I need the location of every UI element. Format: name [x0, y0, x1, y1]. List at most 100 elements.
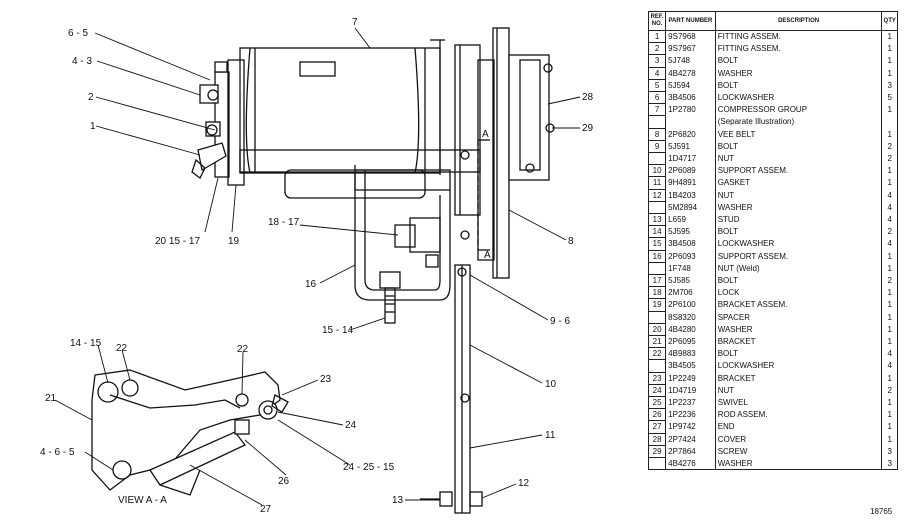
cell-qty: 4	[881, 213, 898, 226]
cell-ref	[647, 359, 667, 373]
cell-pn: 8S8320	[665, 311, 716, 324]
cell-pn: 3B4506	[665, 91, 716, 104]
section-mark-a-top: A	[482, 129, 489, 140]
callout-29: 29	[582, 123, 594, 134]
cell-qty: 1	[881, 30, 898, 43]
cell-qty: 1	[881, 298, 898, 312]
callout-2: 2	[88, 92, 94, 103]
cell-pn: 4B4278	[665, 67, 716, 80]
cell-ref: 1	[647, 30, 667, 44]
cell-qty: 1	[881, 176, 898, 190]
cell-pn: 5J594	[665, 79, 716, 92]
cell-qty: 1	[881, 372, 898, 385]
cell-desc: BRACKET ASSEM.	[714, 298, 883, 312]
cell-pn: 2P6089	[665, 164, 716, 177]
cell-ref: 19	[647, 298, 667, 312]
cell-pn: 9S7967	[665, 42, 716, 55]
cell-desc: BOLT	[714, 54, 883, 68]
callout-23: 23	[320, 374, 332, 385]
cell-qty: 1	[881, 433, 898, 446]
cell-qty: 1	[881, 67, 898, 80]
cell-qty: 4	[881, 201, 898, 214]
callout-24: 24	[345, 420, 357, 431]
cell-desc: BOLT	[714, 347, 883, 360]
cell-pn: 1P2780	[665, 103, 716, 116]
callout-26: 26	[278, 476, 290, 487]
cell-qty: 1	[881, 250, 898, 263]
cell-pn: 2P6095	[665, 335, 716, 348]
cell-qty: 1	[881, 103, 898, 116]
callout-13: 13	[392, 495, 404, 506]
cell-pn: 5M2894	[665, 201, 716, 214]
view-a-a-detail	[91, 369, 289, 496]
callout-14-15: 14 - 15	[70, 338, 102, 349]
cell-pn: 5J585	[665, 274, 716, 287]
cell-ref: 17	[647, 274, 667, 288]
cell-pn: 1P2237	[665, 396, 716, 409]
callout-10: 10	[545, 379, 557, 390]
callout-4-6-5: 4 - 6 - 5	[40, 447, 75, 458]
cell-desc: END	[714, 420, 883, 434]
cell-ref	[647, 201, 667, 215]
cell-ref: 28	[647, 433, 667, 446]
cell-qty: 1	[881, 396, 898, 409]
cell-qty: 4	[881, 237, 898, 251]
cell-pn: 3B4505	[665, 359, 716, 373]
cell-desc: COMPRESSOR GROUP	[714, 103, 883, 116]
cell-desc: LOCKWASHER	[714, 237, 883, 251]
cell-ref: 5	[647, 79, 667, 93]
cell-desc: WASHER	[714, 323, 883, 336]
cell-desc: BOLT	[714, 274, 883, 287]
callout-24-25-15: 24 - 25 - 15	[343, 462, 395, 473]
cell-qty	[881, 115, 898, 129]
cell-desc: NUT	[714, 384, 883, 397]
callout-22-left: 22	[116, 343, 128, 354]
cell-ref: 18	[647, 286, 667, 300]
cell-ref: 14	[647, 225, 667, 239]
cell-ref: 26	[647, 408, 667, 422]
callout-6-5: 6 - 5	[68, 28, 88, 39]
cell-desc: BRACKET	[714, 335, 883, 348]
cell-pn: 1F748	[665, 262, 716, 275]
cell-ref: 12	[647, 189, 667, 202]
drawing-number: 18765	[870, 507, 893, 516]
callout-22-right: 22	[237, 344, 249, 355]
cell-ref: 10	[647, 164, 667, 178]
header-qty: QTY	[881, 11, 898, 31]
cell-desc: FITTING ASSEM.	[714, 42, 883, 55]
cell-pn	[665, 115, 716, 129]
compressor-end-cap	[191, 59, 245, 186]
cell-pn: 2M706	[665, 286, 716, 299]
callout-28: 28	[582, 92, 594, 103]
cell-qty: 3	[881, 445, 898, 458]
support-arm	[420, 264, 483, 514]
cell-desc: LOCKWASHER	[714, 359, 883, 373]
leader-lines	[54, 27, 581, 506]
cell-qty: 4	[881, 189, 898, 202]
cell-desc: GASKET	[714, 176, 883, 190]
cell-desc: SUPPORT ASSEM.	[714, 164, 883, 177]
cell-pn: 3B4508	[665, 237, 716, 251]
cell-ref: 21	[647, 335, 667, 349]
cell-pn: 2P7864	[665, 445, 716, 458]
cell-pn: 5J748	[665, 54, 716, 68]
cell-desc: NUT (Weld)	[714, 262, 883, 275]
cell-pn: 4B9883	[665, 347, 716, 360]
cell-qty: 1	[881, 164, 898, 177]
callout-18-17: 18 - 17	[268, 217, 300, 228]
cell-desc: WASHER	[714, 67, 883, 80]
cell-qty: 4	[881, 359, 898, 373]
callout-7: 7	[352, 17, 358, 28]
cell-ref: 25	[647, 396, 667, 410]
